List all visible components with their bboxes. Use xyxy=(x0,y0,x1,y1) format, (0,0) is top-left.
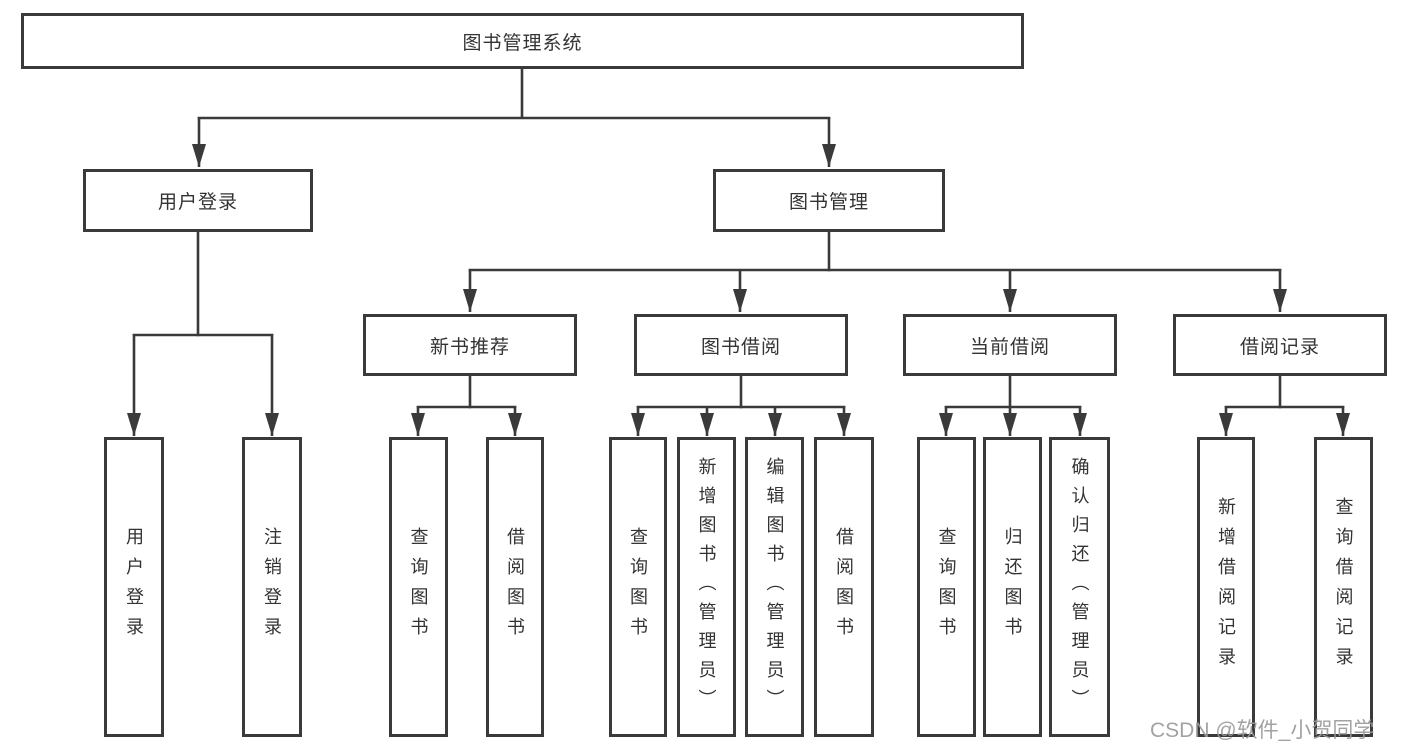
leaf-add-borrow-record: 新增借阅记录 xyxy=(1197,437,1255,737)
watermark: CSDN @软件_小贺同学 xyxy=(1150,719,1375,742)
leaf-borrow-books-2: 借阅图书 xyxy=(814,437,874,737)
node-current-borrow-label: 当前借阅 xyxy=(969,336,1050,358)
leaf-query-borrow-record: 查询借阅记录 xyxy=(1314,437,1373,737)
node-book-borrow: 图书借阅 xyxy=(634,314,848,376)
node-root: 图书管理系统 xyxy=(21,13,1024,69)
node-new-book-recommend-label: 新书推荐 xyxy=(429,336,510,358)
leaf-query-books-1-label: 查询图书 xyxy=(408,527,429,647)
node-user-login-label: 用户登录 xyxy=(157,192,238,213)
node-borrow-records: 借阅记录 xyxy=(1173,314,1387,376)
leaf-add-book-admin-label: 新增图书（管理员） xyxy=(696,456,717,718)
node-new-book-recommend: 新书推荐 xyxy=(363,314,577,376)
leaf-user-login-label: 用户登录 xyxy=(124,527,144,647)
leaf-confirm-return-admin: 确认归还（管理员） xyxy=(1049,437,1110,737)
leaf-user-login: 用户登录 xyxy=(104,437,164,737)
leaf-query-books-3-label: 查询图书 xyxy=(936,527,957,647)
node-book-management: 图书管理 xyxy=(713,169,945,232)
node-user-login: 用户登录 xyxy=(83,169,313,232)
leaf-query-books-3: 查询图书 xyxy=(917,437,976,737)
leaf-borrow-books-1-label: 借阅图书 xyxy=(505,527,525,647)
leaf-query-borrow-record-label: 查询借阅记录 xyxy=(1333,497,1354,677)
leaf-return-book: 归还图书 xyxy=(983,437,1042,737)
leaf-borrow-books-1: 借阅图书 xyxy=(486,437,544,737)
leaf-edit-book-admin-label: 编辑图书（管理员） xyxy=(764,456,785,718)
node-book-borrow-label: 图书借阅 xyxy=(700,336,781,358)
leaf-query-books-2-label: 查询图书 xyxy=(628,527,648,647)
node-book-management-label: 图书管理 xyxy=(788,192,869,213)
leaf-borrow-books-2-label: 借阅图书 xyxy=(834,527,854,647)
leaf-query-books-2: 查询图书 xyxy=(609,437,667,737)
leaf-logout: 注销登录 xyxy=(242,437,302,737)
node-current-borrow: 当前借阅 xyxy=(903,314,1117,376)
leaf-query-books-1: 查询图书 xyxy=(389,437,448,737)
node-borrow-records-label: 借阅记录 xyxy=(1239,336,1320,358)
leaf-edit-book-admin: 编辑图书（管理员） xyxy=(745,437,804,737)
leaf-confirm-return-admin-label: 确认归还（管理员） xyxy=(1069,456,1090,718)
leaf-add-book-admin: 新增图书（管理员） xyxy=(677,437,736,737)
node-root-label: 图书管理系统 xyxy=(462,32,583,54)
leaf-logout-label: 注销登录 xyxy=(262,527,282,647)
leaf-return-book-label: 归还图书 xyxy=(1002,527,1023,647)
leaf-add-borrow-record-label: 新增借阅记录 xyxy=(1216,497,1236,677)
